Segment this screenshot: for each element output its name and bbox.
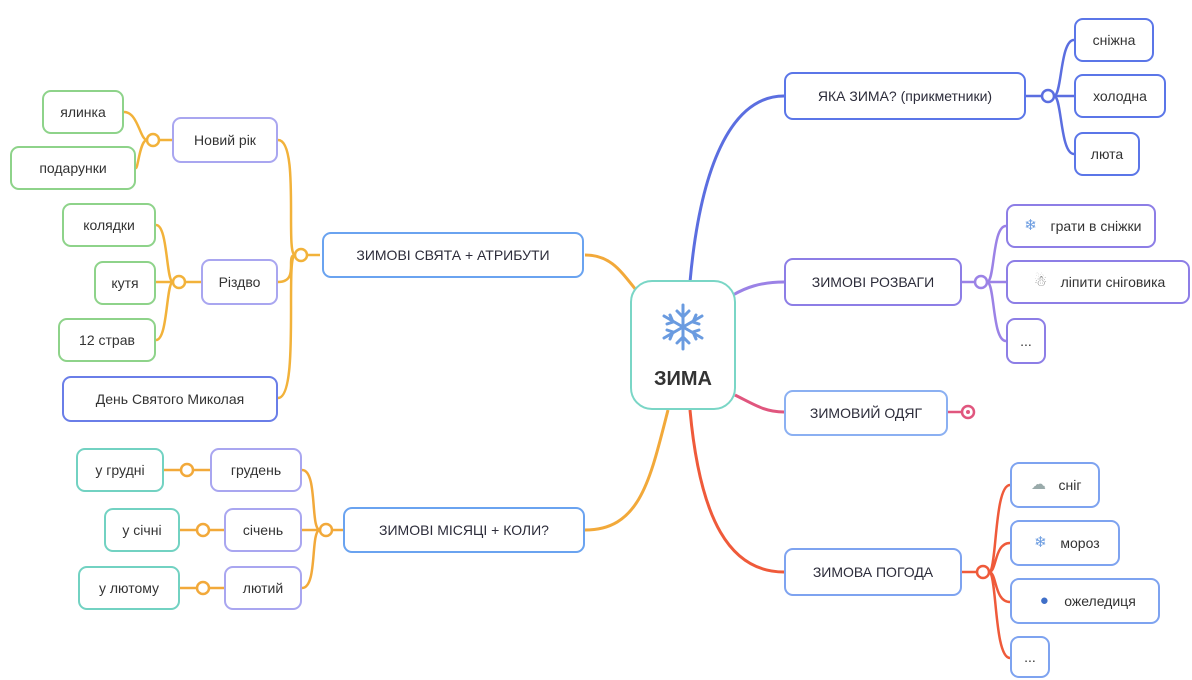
subtopic-label: мороз: [1060, 535, 1100, 551]
topic-winter-fun[interactable]: ЗИМОВІ РОЗВАГИ: [784, 258, 962, 306]
subtopic-label: люта: [1090, 146, 1124, 162]
subtopic-st-nicholas[interactable]: День Святого Миколая: [62, 376, 278, 422]
link-center-fun: [732, 280, 785, 297]
item-presents[interactable]: подарунки: [10, 146, 136, 190]
topic-winter-holidays[interactable]: ЗИМОВІ СВЯТА + АТРИБУТИ: [322, 232, 584, 278]
subtopic-label: лютий: [242, 580, 284, 596]
item-label: у лютому: [98, 580, 160, 596]
subtopic-ice[interactable]: ● ожеледиця: [1010, 578, 1160, 624]
subtopic-new-year[interactable]: Новий рік: [172, 117, 278, 163]
link-ww-1: [1052, 38, 1075, 98]
item-label: колядки: [83, 217, 135, 233]
snowflake-icon: [662, 303, 704, 350]
subtopic-christmas[interactable]: Різдво: [201, 259, 278, 305]
item-label: ялинка: [60, 104, 106, 120]
subtopic-label: Різдво: [218, 274, 261, 290]
snowman-icon: ☃: [1033, 273, 1048, 290]
link-weather-2: [988, 541, 1011, 574]
subtopic-february[interactable]: лютий: [224, 566, 302, 610]
junction-christmas: [171, 274, 187, 290]
ice-icon: ●: [1039, 592, 1049, 609]
subtopic-fierce[interactable]: люта: [1074, 132, 1140, 176]
link-center-clothes: [734, 393, 785, 414]
subtopic-more[interactable]: ...: [1006, 318, 1046, 364]
subtopic-label: грудень: [230, 462, 282, 478]
subtopic-label: ...: [1020, 333, 1032, 349]
subtopic-frost[interactable]: ❄ мороз: [1010, 520, 1120, 566]
subtopic-label: День Святого Миколая: [95, 391, 245, 407]
topic-winter-weather-label: ЗИМОВА ПОГОДА: [812, 564, 934, 580]
junction-weather: [975, 564, 991, 580]
central-topic[interactable]: ЗИМА: [630, 280, 736, 410]
item-christmas-tree[interactable]: ялинка: [42, 90, 124, 134]
topic-what-winter-label: ЯКА ЗИМА? (прикметники): [817, 88, 993, 104]
link-hol-newyear: [277, 138, 297, 257]
subtopic-label: ...: [1024, 649, 1036, 665]
subtopic-snowy[interactable]: сніжна: [1074, 18, 1154, 62]
link-fun-1: [985, 224, 1007, 284]
subtopic-snow[interactable]: ☁ сніг: [1010, 462, 1100, 508]
link-ww-3: [1052, 94, 1075, 156]
link-hol-nicholas: [277, 253, 297, 400]
topic-what-winter[interactable]: ЯКА ЗИМА? (прикметники): [784, 72, 1026, 120]
link-center-weather: [688, 409, 785, 574]
subtopic-label: холодна: [1093, 88, 1147, 104]
item-kutia[interactable]: кутя: [94, 261, 156, 305]
item-label: у грудні: [95, 462, 145, 478]
subtopic-label: сніг: [1058, 477, 1082, 493]
item-label: у січні: [122, 522, 162, 538]
central-topic-title: ЗИМА: [653, 367, 712, 390]
link-weather-1: [987, 483, 1011, 574]
snowflake-icon: ❄: [1034, 534, 1047, 551]
subtopic-more[interactable]: ...: [1010, 636, 1050, 678]
subtopic-january[interactable]: січень: [224, 508, 302, 552]
junction-fun: [973, 274, 989, 290]
topic-winter-months-label: ЗИМОВІ МІСЯЦІ + КОЛИ?: [379, 522, 549, 538]
subtopic-label: грати в сніжки: [1050, 218, 1142, 234]
link-weather-4: [987, 570, 1011, 660]
subtopic-cold[interactable]: холодна: [1074, 74, 1166, 118]
subtopic-label: ліпити сніговика: [1060, 274, 1166, 290]
link-fun-3: [985, 280, 1007, 343]
topic-winter-clothes[interactable]: ЗИМОВИЙ ОДЯГ: [784, 390, 948, 436]
item-in-december[interactable]: у грудні: [76, 448, 164, 492]
link-center-holidays: [584, 253, 638, 291]
topic-winter-holidays-label: ЗИМОВІ СВЯТА + АТРИБУТИ: [356, 247, 550, 263]
subtopic-label: сніжна: [1092, 32, 1136, 48]
junction-what-winter: [1040, 88, 1056, 104]
subtopic-label: січень: [242, 522, 284, 538]
topic-winter-fun-label: ЗИМОВІ РОЗВАГИ: [811, 274, 935, 290]
item-carols[interactable]: колядки: [62, 203, 156, 247]
snowflake-icon: ❄: [1024, 217, 1037, 234]
subtopic-december[interactable]: грудень: [210, 448, 302, 492]
item-in-february[interactable]: у лютому: [78, 566, 180, 610]
subtopic-snowballs[interactable]: ❄ грати в сніжки: [1006, 204, 1156, 248]
link-center-months: [584, 409, 670, 532]
subtopic-label: Новий рік: [194, 132, 256, 148]
junction-holidays: [293, 247, 309, 263]
item-label: подарунки: [39, 160, 107, 176]
junction-months: [318, 522, 334, 538]
subtopic-label: ожеледиця: [1064, 593, 1136, 609]
topic-winter-weather[interactable]: ЗИМОВА ПОГОДА: [784, 548, 962, 596]
subtopic-snowman[interactable]: ☃ ліпити сніговика: [1006, 260, 1190, 304]
cloud-snow-icon: ☁: [1031, 476, 1047, 493]
junction-new-year: [145, 132, 161, 148]
item-label: кутя: [111, 275, 139, 291]
topic-winter-months[interactable]: ЗИМОВІ МІСЯЦІ + КОЛИ?: [343, 507, 585, 553]
link-center-what-winter: [688, 94, 785, 283]
item-in-january[interactable]: у січні: [104, 508, 180, 552]
topic-winter-clothes-label: ЗИМОВИЙ ОДЯГ: [809, 405, 923, 421]
item-label: 12 страв: [79, 332, 135, 348]
item-12-dishes[interactable]: 12 страв: [58, 318, 156, 362]
